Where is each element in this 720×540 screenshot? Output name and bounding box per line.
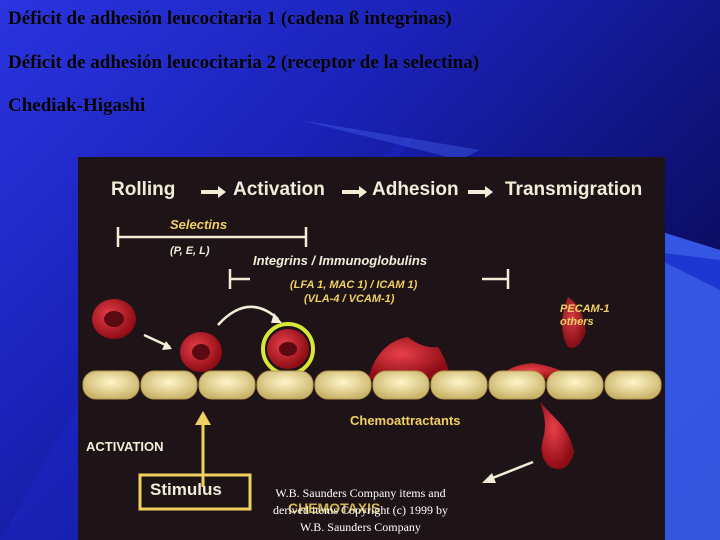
credit-line-1: W.B. Saunders Company items and	[275, 486, 446, 500]
endothelial-layer	[82, 370, 662, 400]
slide-line-2: Déficit de adhesión leucocitaria 2 (rece…	[8, 52, 480, 73]
selectins-sub-label: (P, E, L)	[170, 245, 210, 257]
chemoattractants-label: Chemoattractants	[350, 413, 461, 428]
integrins-label: Integrins / Immunoglobulins	[253, 253, 428, 268]
step-arrows	[201, 186, 493, 198]
integrins-range-bar	[228, 269, 510, 289]
slide-line-1: Déficit de adhesión leucocitaria 1 (cade…	[8, 8, 452, 29]
step-rolling: Rolling	[111, 179, 176, 200]
slide-line-3: Chediak-Higashi	[8, 95, 146, 116]
step-transmigration: Transmigration	[505, 179, 643, 200]
chemotaxis-label: CHEMOTAXIS	[288, 500, 381, 516]
selectins-range-bar	[116, 227, 308, 247]
leukocyte-adhesion-figure: Rolling Activation Adhesion Transmigrati…	[78, 157, 665, 540]
step-adhesion: Adhesion	[372, 179, 459, 200]
credit-line-3: W.B. Saunders Company	[300, 520, 421, 534]
integrins-sub-label-2: (VLA-4 / VCAM-1)	[304, 293, 395, 305]
stimulus-box	[138, 473, 252, 511]
integrins-sub-label-1: (LFA 1, MAC 1) / ICAM 1)	[290, 279, 418, 291]
pecam-label: PECAM-1	[560, 303, 610, 315]
selectins-label: Selectins	[170, 217, 228, 232]
credit-line-2: derived items Copyright (c) 1999 by	[273, 503, 448, 517]
figure-graphics	[82, 186, 662, 511]
copyright-credit: W.B. Saunders Company items and derived …	[258, 485, 463, 536]
curved-arrow	[217, 305, 279, 326]
pecam-others-label: others	[560, 316, 594, 328]
activation-label: ACTIVATION	[86, 439, 164, 454]
step-activation: Activation	[233, 179, 325, 200]
leukocyte-cells	[92, 297, 586, 470]
stimulus-label: Stimulus	[150, 480, 222, 499]
